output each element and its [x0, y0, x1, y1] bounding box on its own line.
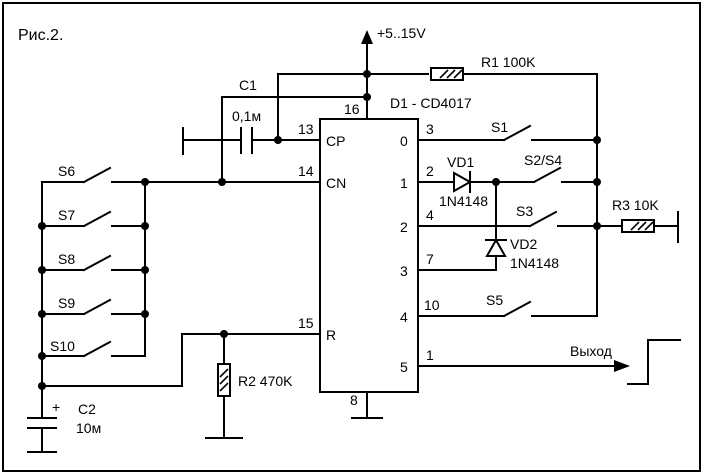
figure-title: Рис.2. [18, 27, 63, 44]
diode-vd2 [485, 237, 507, 257]
switch-s10-label: S10 [50, 338, 75, 354]
output-1-path [417, 166, 598, 184]
switch-s6-label: S6 [58, 163, 75, 179]
capacitor-c1 [240, 127, 253, 154]
pin-14: 14 [298, 163, 314, 179]
vd2-type: 1N4148 [510, 255, 559, 271]
vd1-name: VD1 [447, 154, 474, 170]
output-2-path [417, 210, 623, 228]
output-label: Выход [570, 343, 612, 359]
r2-label: R2 470K [238, 373, 293, 389]
pin-10: 10 [424, 297, 440, 313]
input-cn: CN [326, 175, 346, 191]
r1-label: R1 100K [481, 54, 536, 70]
pin-4: 4 [426, 207, 434, 223]
vd1-type: 1N4148 [439, 193, 488, 209]
resistor-r3 [621, 211, 679, 243]
pin-1: 1 [426, 347, 434, 363]
switch-s5-label: S5 [486, 292, 503, 308]
pin-7: 7 [426, 251, 434, 267]
switch-s2s4-label: S2/S4 [524, 152, 562, 168]
switch-s3-label: S3 [516, 203, 533, 219]
switch-s9-label: S9 [58, 295, 75, 311]
output-4: 4 [400, 309, 408, 325]
ground-pin8 [351, 391, 383, 419]
pin-13: 13 [298, 121, 314, 137]
switch-s7-label: S7 [58, 207, 75, 223]
output-3-path [417, 181, 497, 271]
output-3: 3 [400, 263, 408, 279]
reset-network [181, 333, 321, 439]
diode-vd1 [453, 171, 473, 193]
switch-s8-label: S8 [58, 251, 75, 267]
pin-2: 2 [426, 163, 434, 179]
ic-body [319, 118, 419, 393]
resistor-r2 [217, 363, 231, 397]
output-1: 1 [400, 175, 408, 191]
pin-8: 8 [350, 392, 358, 408]
supply-rail [361, 30, 373, 120]
output-5: 5 [400, 359, 408, 375]
c1-value: 0,1м [232, 108, 261, 124]
input-r: R [326, 327, 336, 343]
switch-s1-label: S1 [491, 119, 508, 135]
supply-label: +5..15V [377, 25, 426, 41]
c2-value: 10м [76, 420, 101, 436]
output-0-path [417, 124, 598, 142]
pin-15: 15 [298, 315, 314, 331]
input-cp: CP [326, 133, 345, 149]
resistor-r1 [430, 67, 598, 317]
c1-name: C1 [239, 77, 257, 93]
switch-bank [41, 166, 146, 409]
c2-name: C2 [78, 401, 96, 417]
c2-polarity: + [52, 399, 60, 415]
pin-16: 16 [344, 101, 360, 117]
vd2-name: VD2 [510, 236, 537, 252]
ic-name: D1 - CD4017 [390, 95, 472, 111]
r3-label: R3 10K [612, 197, 659, 213]
output-5-path [417, 339, 681, 385]
output-4-path [417, 300, 598, 318]
output-0: 0 [400, 133, 408, 149]
cp-network [182, 73, 429, 183]
capacitor-c2 [27, 385, 183, 453]
pin-3: 3 [426, 121, 434, 137]
output-2: 2 [400, 219, 408, 235]
